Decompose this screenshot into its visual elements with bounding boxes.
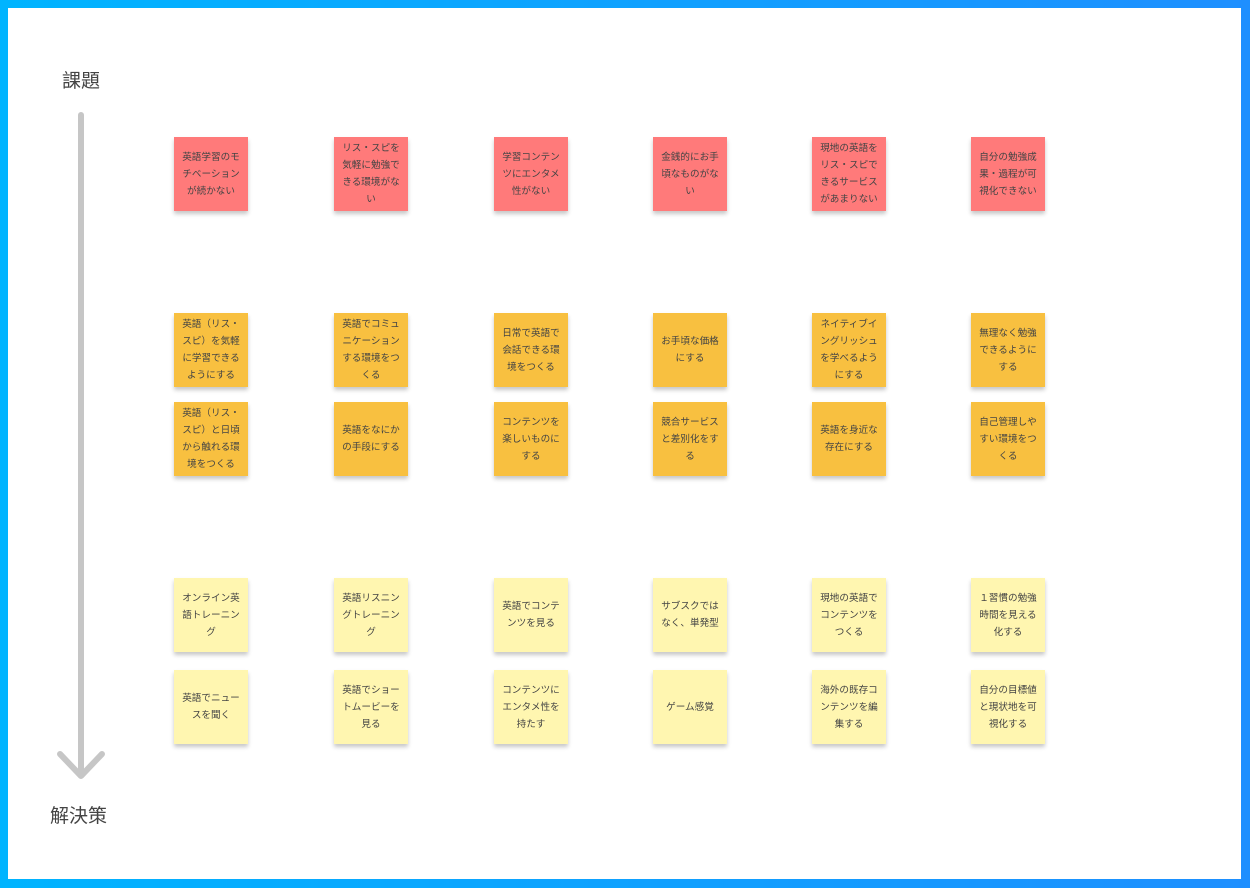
sticky-note-text: 日常で英語で会話できる環境をつくる [502,327,560,373]
sticky-note-text: １習慣の勉強時間を見える化する [979,592,1037,638]
sticky-note-text: 自己管理しやすい環境をつくる [979,416,1037,462]
sticky-note-direction[interactable]: 英語をなにかの手段にする [334,402,408,476]
sticky-note-text: 英語学習のモチベーションが続かない [182,151,240,197]
sticky-note-solution[interactable]: 英語でショートムービーを見る [334,670,408,744]
sticky-note-text: 英語でコンテンツを見る [502,601,560,629]
sticky-note-solution[interactable]: 海外の既存コンテンツを編集する [812,670,886,744]
sticky-note-direction[interactable]: 無理なく勉強できるようにする [971,313,1045,387]
sticky-note-direction[interactable]: 英語（リス・スピ）と日頃から触れる環境をつくる [174,402,248,476]
sticky-note-text: 競合サービスと差別化をする [661,416,719,462]
sticky-note-problem[interactable]: 学習コンテンツにエンタメ性がない [494,137,568,211]
sticky-note-solution[interactable]: コンテンツにエンタメ性を持たす [494,670,568,744]
sticky-note-text: 英語を身近な存在にする [820,425,878,453]
sticky-note-text: 現地の英語でコンテンツをつくる [820,592,878,638]
sticky-note-text: 英語をなにかの手段にする [342,425,400,453]
sticky-note-problem[interactable]: 現地の英語をリス・スピできるサービスがあまりない [812,137,886,211]
sticky-note-problem[interactable]: 金銭的にお手頃なものがない [653,137,727,211]
sticky-note-solution[interactable]: 英語でニュースを聞く [174,670,248,744]
sticky-note-direction[interactable]: 日常で英語で会話できる環境をつくる [494,313,568,387]
sticky-note-text: サブスクではなく、単発型 [661,601,719,629]
sticky-note-direction[interactable]: ネイティブイングリッシュを学べるようにする [812,313,886,387]
sticky-note-solution[interactable]: オンライン英語トレーニング [174,578,248,652]
sticky-note-direction[interactable]: 英語を身近な存在にする [812,402,886,476]
sticky-note-text: 学習コンテンツにエンタメ性がない [502,151,560,197]
sticky-note-solution[interactable]: ゲーム感覚 [653,670,727,744]
sticky-note-text: 海外の既存コンテンツを編集する [820,684,878,730]
sticky-note-text: 英語でショートムービーを見る [342,684,400,730]
sticky-note-direction[interactable]: 競合サービスと差別化をする [653,402,727,476]
label-solutions: 解決策 [50,805,108,827]
sticky-note-solution[interactable]: 自分の目標値と現状地を可視化する [971,670,1045,744]
sticky-note-text: 現地の英語をリス・スピできるサービスがあまりない [820,143,878,205]
sticky-note-direction[interactable]: 英語でコミュニケーションする環境をつくる [334,313,408,387]
sticky-note-direction[interactable]: コンテンツを楽しいものにする [494,402,568,476]
sticky-note-text: オンライン英語トレーニング [182,592,240,638]
sticky-note-solution[interactable]: 英語リスニングトレーニング [334,578,408,652]
sticky-note-solution[interactable]: 現地の英語でコンテンツをつくる [812,578,886,652]
sticky-note-solution[interactable]: サブスクではなく、単発型 [653,578,727,652]
sticky-note-direction[interactable]: 自己管理しやすい環境をつくる [971,402,1045,476]
sticky-note-text: 金銭的にお手頃なものがない [661,151,719,197]
sticky-note-solution[interactable]: １習慣の勉強時間を見える化する [971,578,1045,652]
sticky-note-text: コンテンツにエンタメ性を持たす [502,684,560,730]
sticky-note-text: 英語（リス・スピ）を気軽に学習できるようにする [182,319,240,381]
sticky-note-direction[interactable]: 英語（リス・スピ）を気軽に学習できるようにする [174,313,248,387]
sticky-note-problem[interactable]: 自分の勉強成果・過程が可視化できない [971,137,1045,211]
sticky-note-text: 英語（リス・スピ）と日頃から触れる環境をつくる [182,408,240,470]
arrow-down-icon [57,751,105,779]
flow-axis-line [78,112,84,772]
sticky-note-text: 英語でニュースを聞く [182,693,240,721]
sticky-note-text: 自分の勉強成果・過程が可視化できない [979,151,1037,197]
sticky-note-problem[interactable]: 英語学習のモチベーションが続かない [174,137,248,211]
sticky-note-solution[interactable]: 英語でコンテンツを見る [494,578,568,652]
sticky-note-direction[interactable]: お手頃な価格にする [653,313,727,387]
sticky-note-problem[interactable]: リス・スピを気軽に勉強できる環境がない [334,137,408,211]
sticky-note-text: ゲーム感覚 [666,701,714,713]
sticky-note-text: 英語でコミュニケーションする環境をつくる [342,319,400,381]
label-problems: 課題 [62,70,101,92]
sticky-note-text: 英語リスニングトレーニング [342,592,400,638]
sticky-note-text: リス・スピを気軽に勉強できる環境がない [342,143,400,205]
sticky-note-text: 自分の目標値と現状地を可視化する [979,684,1037,730]
sticky-note-text: ネイティブイングリッシュを学べるようにする [820,319,878,381]
sticky-note-text: お手頃な価格にする [661,336,719,364]
sticky-note-text: コンテンツを楽しいものにする [502,416,560,462]
sticky-note-text: 無理なく勉強できるようにする [979,327,1037,373]
